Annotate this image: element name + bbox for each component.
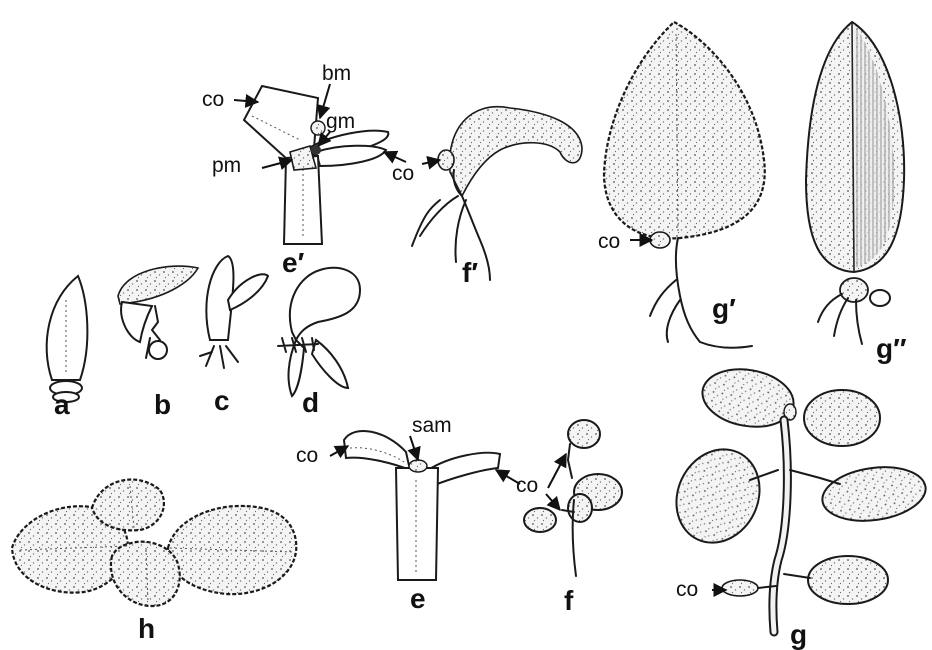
arrow-co-f-prime (422, 160, 440, 164)
section-drawing-e (344, 431, 500, 580)
seed-drawing-a (47, 276, 88, 402)
panel-label-e-prime: e′ (282, 247, 305, 278)
panel-label-b: b (154, 389, 171, 420)
seedling-drawing-d (278, 268, 360, 396)
seedling-drawing-c (200, 256, 268, 368)
panel-label-g-prime: g′ (712, 293, 736, 324)
label-co-e: co (296, 444, 318, 467)
label-co-f: co (516, 474, 538, 497)
panel-label-c: c (214, 385, 230, 416)
panel-label-d: d (302, 387, 319, 418)
label-gm: gm (326, 110, 355, 133)
label-pm: pm (212, 154, 241, 177)
seedling-drawing-g-double-prime (806, 22, 904, 344)
panel-label-g-double-prime: g″ (876, 333, 907, 364)
arrow-sam (410, 436, 418, 460)
seedling-drawing-g-prime (604, 22, 765, 348)
germinating-seed-drawing-b (118, 266, 198, 359)
panel-label-g: g (790, 619, 807, 650)
seedling-drawing-f (524, 420, 622, 576)
panel-label-f-prime: f′ (462, 257, 478, 288)
label-co-g: co (676, 578, 698, 601)
label-co-g-prime: co (598, 230, 620, 253)
rosette-drawing-h (12, 480, 296, 606)
arrow-co-e-prime-right (384, 152, 406, 162)
panel-label-e: e (410, 583, 426, 614)
label-co-e-prime-right: co (392, 162, 414, 185)
section-drawing-e-prime (244, 86, 388, 244)
label-sam: sam (412, 414, 452, 437)
arrow-co-f-lower (546, 494, 560, 510)
panel-labels: a b c d e′ f′ g′ g″ e f g h (54, 247, 907, 650)
seedling-drawing-g (661, 362, 929, 632)
panel-label-h: h (138, 613, 155, 644)
panel-label-f: f (564, 585, 574, 616)
panel-label-a: a (54, 389, 70, 420)
arrow-co-f-upper (548, 454, 566, 488)
seedling-drawing-f-prime (412, 107, 582, 280)
label-bm: bm (322, 62, 351, 85)
label-co-e-prime: co (202, 88, 224, 111)
